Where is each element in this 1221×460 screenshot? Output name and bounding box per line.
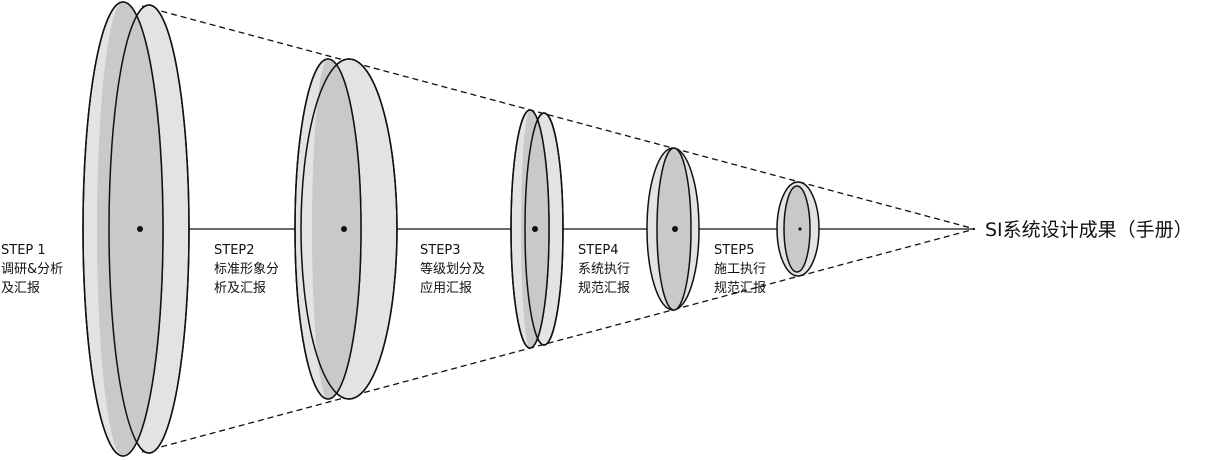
- step-5-title: STEP5: [714, 243, 755, 258]
- disc-4-center-dot: [672, 226, 678, 232]
- disc-2-center-dot: [341, 226, 347, 232]
- step-3-label: STEP3 等级划分及 应用汇报: [420, 241, 485, 298]
- step-3-desc-line-2: 应用汇报: [420, 281, 473, 296]
- step-3-desc-line-1: 等级划分及: [420, 262, 486, 277]
- step-4-desc-line-1: 系统执行: [578, 262, 631, 277]
- disc-step-3: [510, 109, 564, 349]
- step-5-label: STEP5 施工执行 规范汇报: [714, 241, 766, 298]
- disc-3-center-dot: [532, 226, 538, 232]
- step-1-title: STEP 1: [1, 243, 46, 258]
- cone-top-edge: [141, 5, 976, 230]
- cone-bottom-edge: [141, 228, 976, 453]
- step-4-desc-line-2: 规范汇报: [578, 281, 631, 296]
- disc-1-center-dot: [137, 226, 143, 232]
- disc-step-1: [82, 1, 190, 457]
- step-5-desc-line-2: 规范汇报: [714, 281, 767, 296]
- step-3-title: STEP3: [420, 243, 461, 258]
- step-4-title: STEP4: [578, 243, 619, 258]
- disc-step-2: [294, 58, 398, 400]
- disc-step-5: [776, 181, 820, 277]
- disc-5-center-dot: [798, 227, 802, 231]
- step-4-label: STEP4 系统执行 规范汇报: [578, 241, 630, 298]
- disc-step-4: [646, 147, 700, 311]
- result-label: SI系统设计成果（手册）: [985, 219, 1193, 241]
- step-2-title: STEP2: [214, 243, 255, 258]
- step-2-desc-line-2: 析及汇报: [214, 281, 267, 296]
- step-5-desc-line-1: 施工执行: [714, 262, 767, 277]
- step-1-label: STEP 1 调研&分析 及汇报: [1, 241, 63, 298]
- step-1-desc-line-2: 及汇报: [1, 281, 41, 296]
- step-2-desc-line-1: 标准形象分: [214, 262, 280, 277]
- step-2-label: STEP2 标准形象分 析及汇报: [214, 241, 279, 298]
- step-1-desc-line-1: 调研&分析: [1, 262, 64, 277]
